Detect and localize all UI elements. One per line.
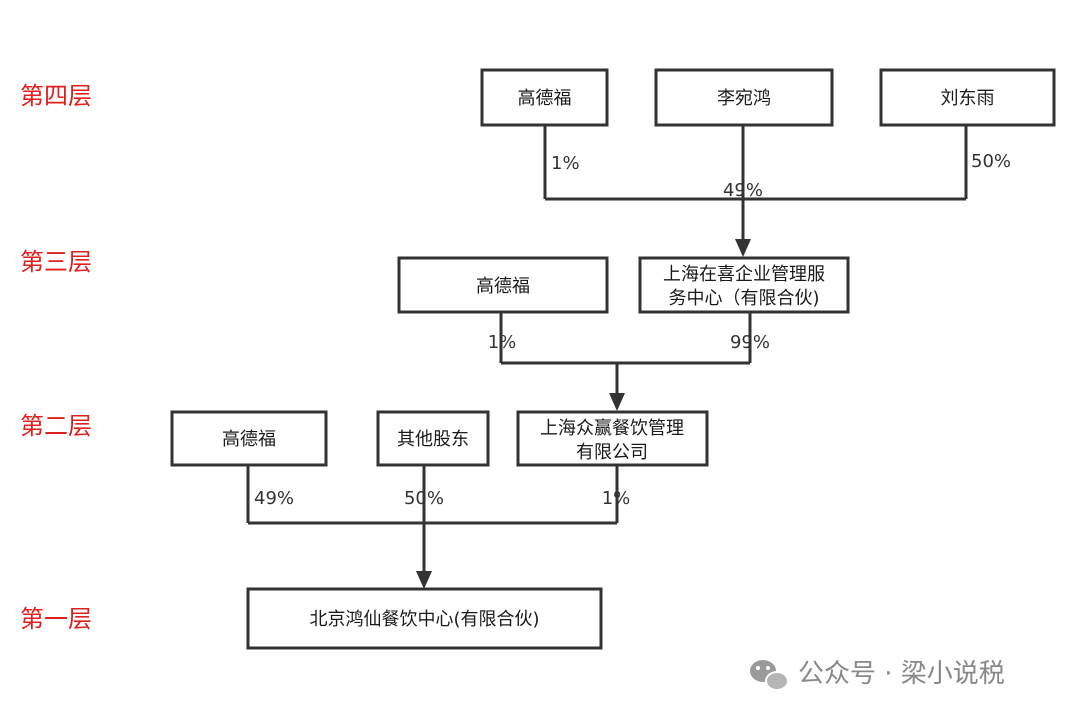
node-l2-gao-box [170, 410, 328, 467]
arrow-to-zhongying [609, 393, 625, 411]
pct-l4-liu: 50% [971, 151, 1011, 172]
pct-l2-other: 50% [404, 488, 444, 509]
node-l3-zaixi-label-1: 上海在喜企业管理服 [663, 264, 825, 285]
node-l3-gao-box [397, 256, 609, 314]
node-l3-zaixi-label-2: 务中心（有限合伙) [668, 288, 819, 309]
layer-label-2: 第二层 [20, 412, 92, 440]
node-l3-gao-label: 高德福 [476, 276, 530, 297]
node-l2-other-label: 其他股东 [397, 429, 469, 450]
node-l2-zhongying-box [516, 410, 709, 467]
layer-label-3: 第三层 [20, 248, 92, 276]
node-l2-gao-label: 高德福 [222, 429, 276, 450]
node-l1-hongxian-label: 北京鸿仙餐饮中心(有限合伙) [309, 609, 539, 630]
layer-label-1: 第一层 [20, 605, 92, 633]
node-l4-li-label: 李宛鸿 [717, 88, 771, 109]
wechat-icon [750, 660, 789, 691]
node-l1-hongxian-box [246, 587, 603, 650]
pct-l4-gao: 1% [551, 153, 580, 174]
node-l2-zhongying-label-1: 上海众赢餐饮管理 [540, 417, 684, 439]
node-l3-zaixi-box [638, 256, 850, 314]
watermark-text: 公众号 · 梁小说税 [798, 659, 1005, 689]
node-l2-zhongying-label-2: 有限公司 [576, 442, 648, 463]
pct-l2-gao: 49% [254, 488, 294, 509]
pct-l4-li: 49% [723, 180, 763, 201]
layer-label-4: 第四层 [20, 82, 92, 110]
node-l4-liu-label: 刘东雨 [941, 88, 995, 109]
pct-l3-gao: 1% [488, 332, 517, 353]
node-l2-other-box [376, 410, 490, 467]
node-l4-gao-label: 高德福 [518, 88, 572, 109]
pct-l3-zaixi: 99% [730, 332, 770, 353]
arrow-to-zaixi [735, 239, 751, 257]
pct-l2-zhongying: 1% [602, 488, 631, 509]
arrow-to-hongxian [416, 571, 432, 589]
